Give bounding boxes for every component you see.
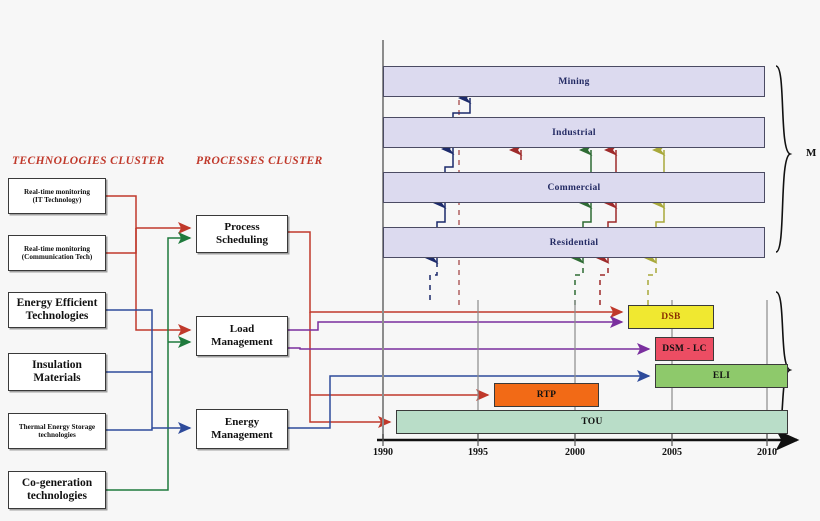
tech-box-line1: Real-time monitoring [23,244,91,253]
tech-box-line2: technologies [26,490,88,502]
axis-label-2010: 2010 [757,447,777,458]
program-bar-dsm-lc[interactable]: DSM - LC [655,337,714,361]
tech-box-real-time-monitoring-it[interactable]: Real-time monitoring (IT Technology) [8,178,106,214]
processes-cluster-title: PROCESSES CLUSTER [196,155,323,167]
process-box-energy-management[interactable]: Energy Management [196,409,288,449]
link-cogen-to-scheduling [106,232,192,491]
technologies-cluster-title: TECHNOLOGIES CLUSTER [12,155,165,167]
link-tes-to-trunk [106,428,153,431]
process-box-line2: Scheduling [216,234,268,246]
program-bar-dsb[interactable]: DSB [628,305,714,329]
axis-label-2005: 2005 [662,447,682,458]
tech-box-line1: Co-generation [21,476,93,489]
sector-bar-commercial[interactable]: Commercial [383,172,765,203]
link-red-to-load [135,228,192,336]
brace-sectors [775,65,793,253]
riser-dgreen-dash [574,262,584,305]
sector-bar-industrial[interactable]: Industrial [383,117,765,148]
tech-box-line1: Thermal Energy Storage [18,422,96,431]
tech-box-thermal-energy-storage[interactable]: Thermal Energy Storage technologies [8,413,106,449]
tech-box-line2: (IT Technology) [32,196,82,204]
tech-box-line2: technologies [38,431,76,439]
tech-box-line2: Materials [33,372,81,384]
process-box-line2: Management [211,336,273,348]
process-box-process-scheduling[interactable]: Process Scheduling [196,215,288,253]
link-scheduling-to-tou [309,312,392,428]
sector-bar-mining[interactable]: Mining [383,66,765,97]
tech-box-co-generation-technologies[interactable]: Co-generation technologies [8,471,106,509]
tech-box-real-time-monitoring-comm[interactable]: Real-time monitoring (Communication Tech… [8,235,106,271]
link-energy-to-eli [288,370,651,429]
tech-box-line1: Insulation [32,358,82,371]
axis-label-1995: 1995 [468,447,488,458]
program-bar-tou[interactable]: TOU [396,410,788,434]
tech-box-line1: Energy Efficient [16,296,98,309]
tech-box-line2: Technologies [25,310,89,322]
tech-box-line1: Real-time monitoring [23,187,91,196]
brace-label-sectors: M [806,147,817,159]
axis-label-2000: 2000 [565,447,585,458]
link-scheduling-to-dsb [288,231,624,318]
link-rtmit-to-scheduling [106,195,192,234]
sector-bar-residential[interactable]: Residential [383,227,765,258]
process-box-line1: Load [229,322,255,335]
process-box-load-management[interactable]: Load Management [196,316,288,356]
riser-dred2-dash [599,262,609,305]
riser-navy-dash-1 [429,262,438,300]
tech-box-insulation-materials[interactable]: Insulation Materials [8,353,106,391]
process-box-line1: Energy [224,415,260,428]
process-box-line2: Management [211,429,273,441]
link-eet-to-energy-mgmt [106,309,192,434]
link-load-to-dsb [288,316,624,331]
axis-label-1990: 1990 [373,447,393,458]
tech-box-line2: (Communication Tech) [21,253,93,261]
program-bar-rtp[interactable]: RTP [494,383,599,407]
tech-box-energy-efficient-technologies[interactable]: Energy Efficient Technologies [8,292,106,328]
process-box-line1: Process [224,220,260,233]
riser-olive-dash [647,262,657,305]
program-bar-eli[interactable]: ELI [655,364,788,388]
link-rtmcomm-to-trunk [106,228,137,254]
link-load-to-dsmlc [288,343,651,355]
